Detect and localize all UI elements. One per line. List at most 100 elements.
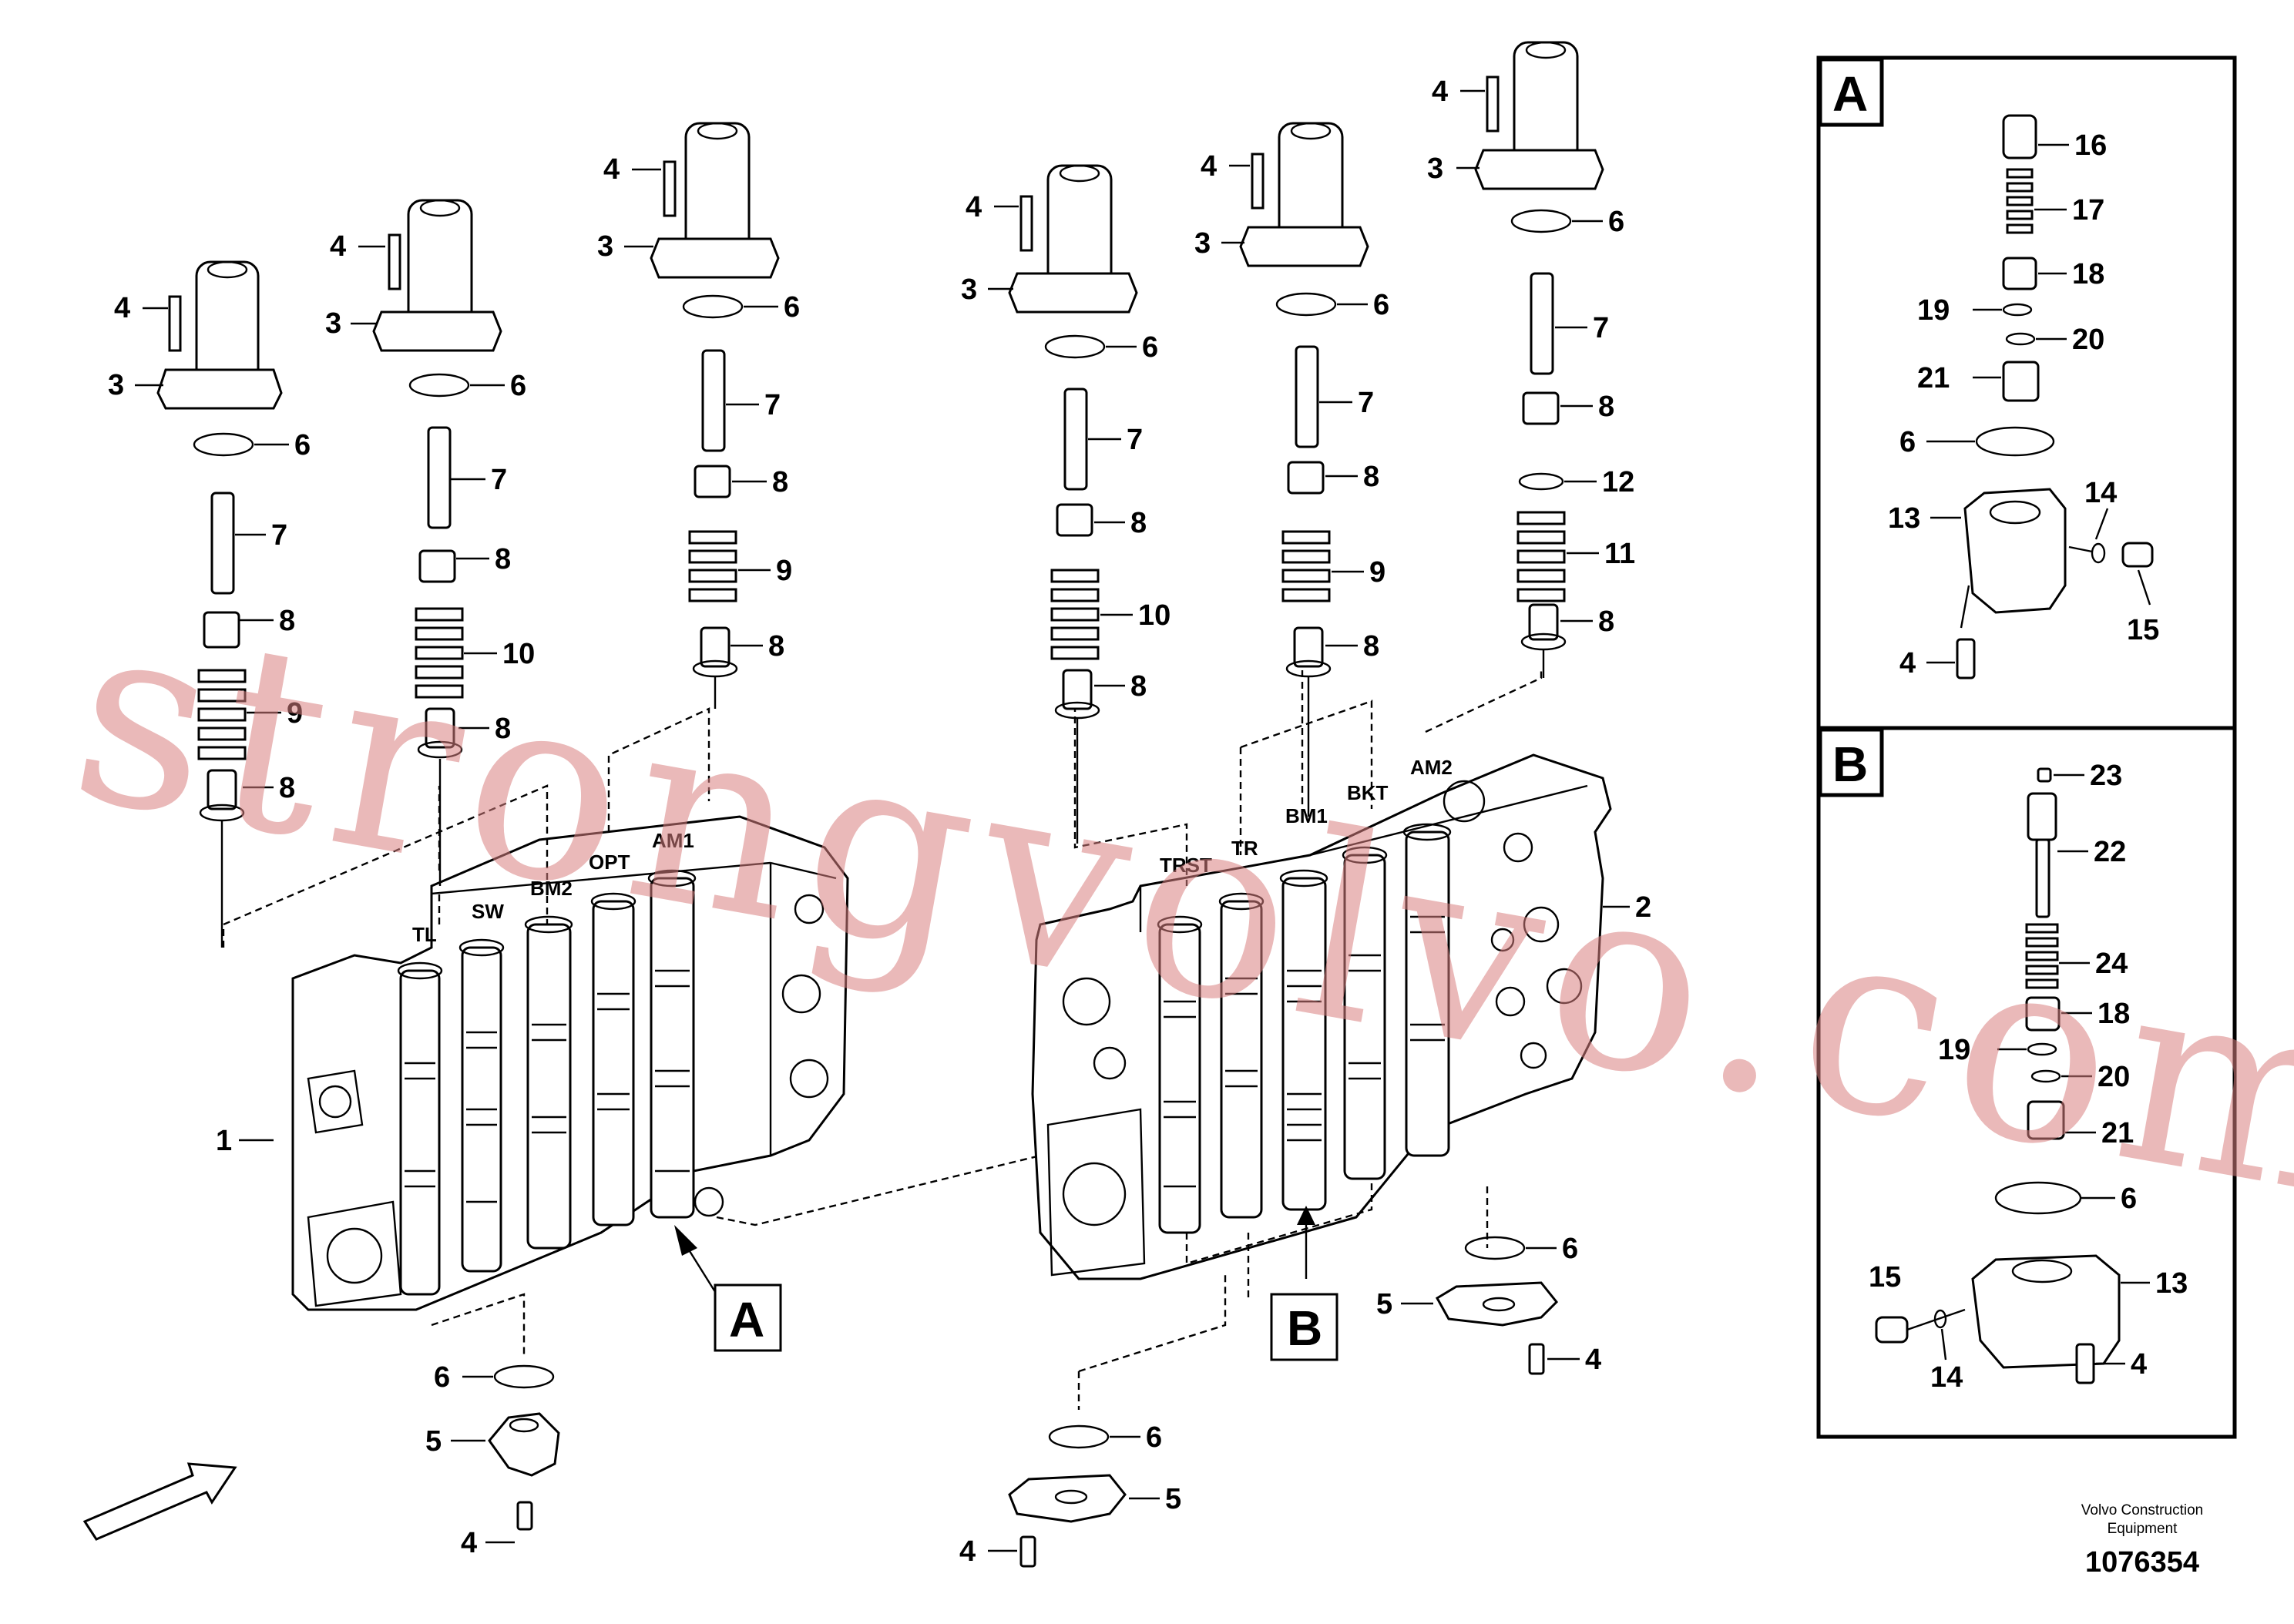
callout: 9 — [287, 697, 303, 730]
callout: 16 — [2074, 129, 2107, 162]
callout: 7 — [1593, 312, 1609, 344]
right-solenoid-stack-2: 4 3 6 7 8 9 8 — [1194, 122, 1389, 678]
callout: 4 — [114, 292, 130, 324]
callout: 6 — [294, 429, 311, 461]
callout: 6 — [2121, 1183, 2137, 1215]
callout: 8 — [279, 772, 295, 804]
left-solenoid-stack-2: 4 3 6 7 8 10 8 — [325, 199, 535, 759]
left-cover-oring-label: 6 — [434, 1361, 450, 1394]
callout: 8 — [1130, 507, 1147, 539]
right-spool-stack — [1157, 823, 1452, 1234]
callout: 7 — [1358, 387, 1374, 419]
right-solenoid-stack-3: 4 3 6 7 8 12 11 8 — [1427, 41, 1635, 651]
callout: 4 — [330, 230, 346, 263]
left-spool-tags: TL SW BM2 OPT AM1 — [412, 829, 694, 946]
callout: 8 — [1130, 670, 1147, 703]
callout: 7 — [491, 464, 507, 496]
left-solenoid-stack-1: 4 3 6 7 8 9 8 — [108, 260, 311, 822]
callout: 23 — [2090, 760, 2122, 792]
spool-tag: BM1 — [1285, 804, 1328, 827]
callout: 13 — [1888, 502, 1920, 535]
callout: 19 — [1938, 1034, 1970, 1066]
callout: 20 — [2072, 324, 2104, 356]
callout: 10 — [502, 638, 535, 670]
callout: 14 — [1930, 1361, 1963, 1394]
callout: 4 — [1201, 150, 1217, 183]
spool-tag: SW — [472, 900, 504, 923]
left-cover-screw-label: 4 — [461, 1527, 477, 1559]
spool-tag: TL — [412, 923, 437, 946]
callout: 20 — [2098, 1061, 2130, 1093]
callout: 3 — [1194, 227, 1211, 260]
detail-panel-b: B 23 22 24 18 19 20 21 6 13 15 14 — [1816, 726, 2237, 1439]
callout: 4 — [1432, 75, 1448, 108]
right-bottom-cover-right: 6 5 4 — [1376, 1233, 1601, 1376]
callout: 6 — [1608, 206, 1624, 238]
callout: 4 — [603, 153, 620, 186]
callout: 8 — [1598, 606, 1614, 638]
callout: 6 — [1146, 1421, 1162, 1454]
solenoid-connectors — [220, 649, 1545, 948]
callout: 3 — [961, 273, 977, 306]
spool-tag: TR — [1231, 837, 1258, 860]
detail-panel-a: A 16 17 18 19 20 21 6 13 14 15 4 — [1816, 55, 2237, 730]
brand-line-2: Equipment — [2108, 1521, 2178, 1537]
detail-a-letter: A — [1832, 66, 1868, 122]
callout: 14 — [2084, 477, 2117, 509]
left-cover-label: 5 — [425, 1425, 442, 1458]
detail-a-ref-letter: A — [729, 1292, 764, 1347]
callout: 18 — [2098, 998, 2130, 1030]
callout: 3 — [597, 230, 613, 263]
callout: 8 — [1363, 461, 1379, 493]
callout: 5 — [1165, 1483, 1181, 1515]
callout: 8 — [495, 713, 511, 745]
callout: 6 — [784, 291, 800, 324]
callout: 3 — [108, 369, 124, 401]
callout: 4 — [2131, 1348, 2147, 1381]
callout: 22 — [2094, 836, 2126, 868]
callout: 12 — [1602, 466, 1634, 498]
callout: 6 — [1373, 289, 1389, 321]
callout: 4 — [1899, 647, 1916, 679]
callout: 8 — [495, 543, 511, 575]
block-2-callout: 2 — [1603, 891, 1651, 924]
callout: 3 — [325, 307, 341, 340]
callout: 17 — [2072, 194, 2104, 226]
callout: 6 — [1142, 331, 1158, 364]
callout: 8 — [1363, 630, 1379, 663]
callout: 7 — [1127, 424, 1143, 456]
callout: 21 — [1917, 362, 1950, 394]
spool-tag: AM1 — [652, 829, 694, 852]
callout: 8 — [772, 466, 788, 498]
right-solenoid-stack-1: 4 3 6 7 8 10 8 — [961, 164, 1171, 720]
detail-b-reference: B — [1270, 1206, 1338, 1361]
left-solenoid-stack-3: 4 3 6 7 8 9 8 — [597, 122, 800, 678]
callout: 6 — [1562, 1233, 1578, 1265]
callout: 7 — [764, 389, 781, 421]
detail-a-reference: A — [674, 1225, 782, 1352]
callout: 10 — [1138, 599, 1171, 632]
spool-tag: AM2 — [1410, 756, 1453, 779]
callout: 24 — [2095, 948, 2128, 980]
detail-b-ref-letter: B — [1287, 1300, 1322, 1356]
right-bottom-cover-left: 6 5 4 — [959, 1421, 1181, 1568]
callout: 4 — [959, 1535, 976, 1568]
callout: 15 — [1869, 1261, 1901, 1293]
callout: 9 — [776, 555, 792, 587]
callout: 13 — [2155, 1267, 2188, 1300]
callout: 18 — [2072, 258, 2104, 290]
brand-line-1: Volvo Construction — [2081, 1502, 2203, 1518]
drawing-number: 1076354 — [2085, 1546, 2199, 1579]
block-1-label: 1 — [216, 1125, 232, 1157]
callout: 21 — [2101, 1117, 2134, 1149]
spool-tag: BM2 — [530, 877, 573, 900]
callout: 8 — [768, 630, 784, 663]
callout: 7 — [271, 519, 287, 552]
spool-tag: OPT — [589, 851, 630, 874]
footer-block: Volvo Construction Equipment 1076354 — [2081, 1502, 2203, 1579]
block-2-label: 2 — [1635, 891, 1651, 924]
callout: 3 — [1427, 153, 1443, 185]
callout: 9 — [1369, 556, 1385, 589]
